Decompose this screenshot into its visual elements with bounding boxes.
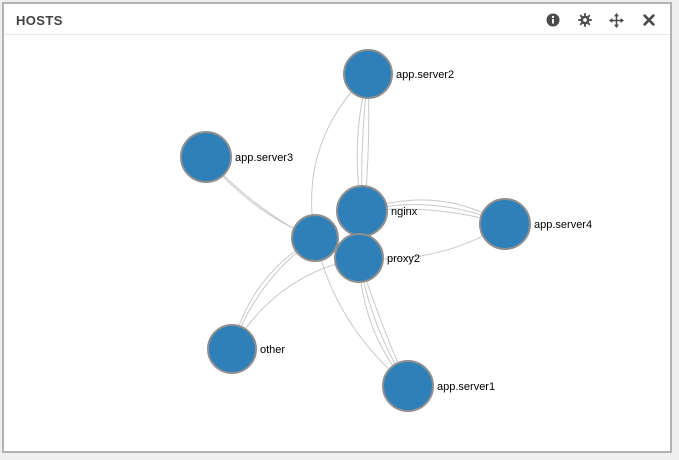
gear-icon (577, 13, 592, 27)
close-button[interactable] (641, 13, 656, 28)
host-node-app_server1[interactable] (382, 360, 434, 412)
host-node-other[interactable] (207, 324, 257, 374)
move-icon (609, 12, 624, 28)
host-node-app_server4[interactable] (479, 198, 531, 250)
settings-button[interactable] (577, 13, 592, 28)
host-node-hub[interactable] (291, 214, 339, 262)
info-icon (546, 13, 560, 27)
move-button[interactable] (609, 12, 624, 28)
host-node-proxy2[interactable] (334, 233, 384, 283)
host-node-app_server2[interactable] (343, 49, 393, 99)
hosts-panel: HOSTS (2, 2, 672, 453)
close-icon (642, 14, 655, 26)
host-node-nginx[interactable] (336, 185, 388, 237)
host-node-app_server3[interactable] (180, 131, 232, 183)
info-button[interactable] (545, 13, 560, 28)
panel-toolbar (545, 12, 656, 28)
panel-header: HOSTS (4, 4, 670, 35)
panel-title: HOSTS (16, 12, 63, 28)
